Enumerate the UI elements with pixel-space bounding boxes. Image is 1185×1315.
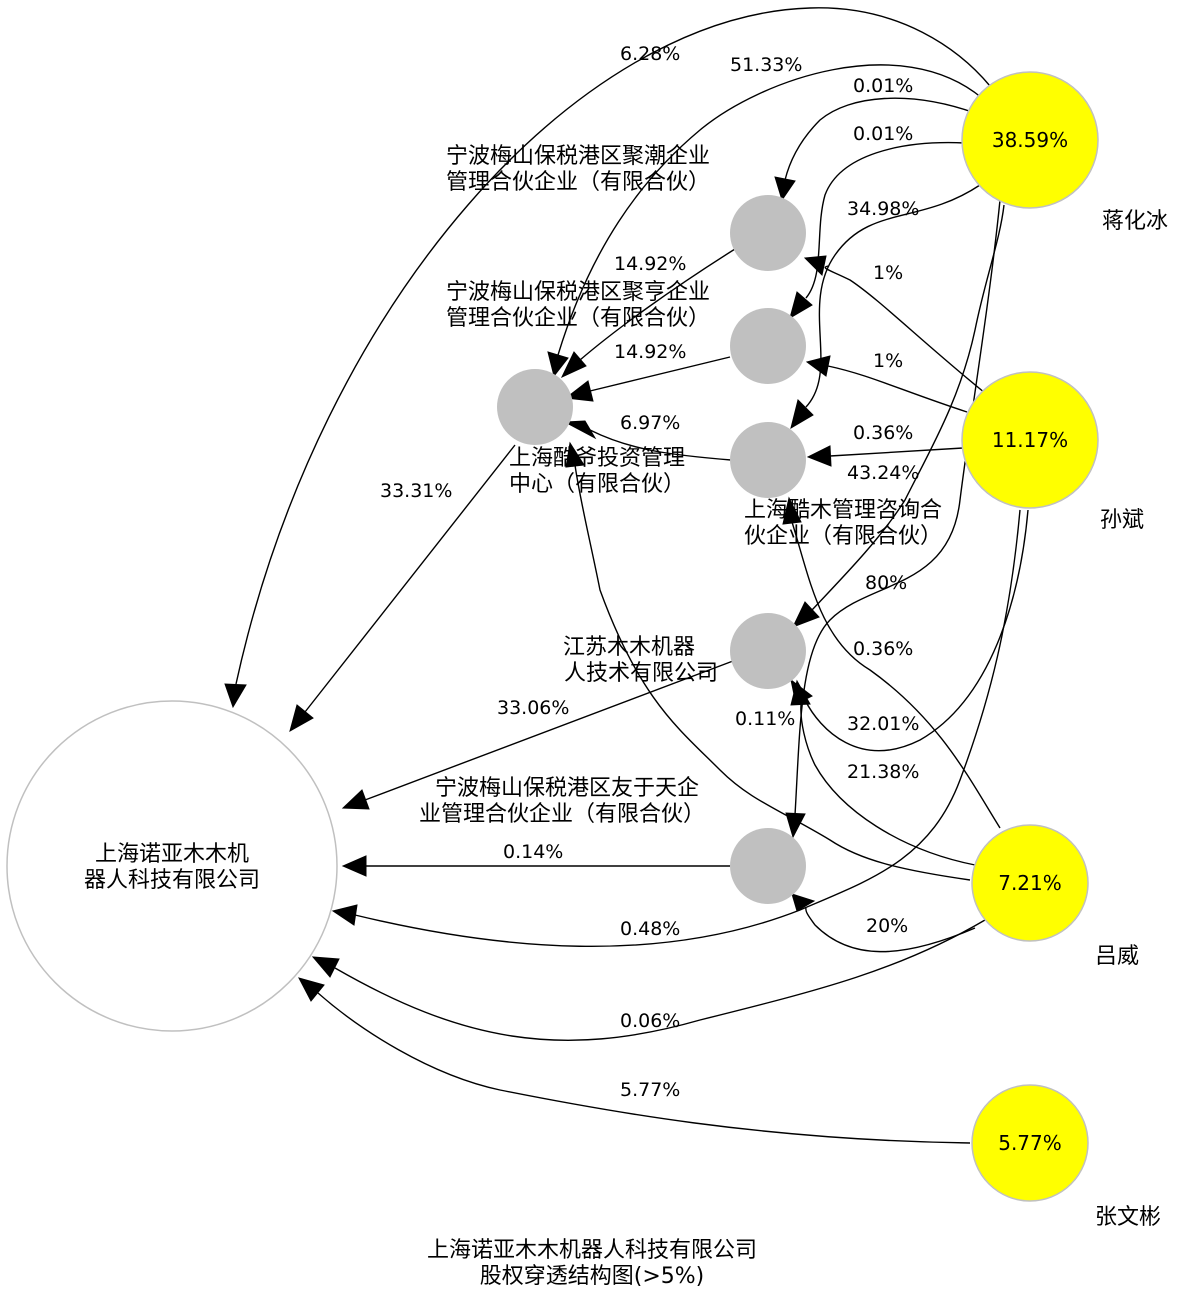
person-zhang-circle — [971, 1084, 1089, 1202]
juheng-label-line1: 宁波梅山保税港区聚亨企业 — [446, 280, 710, 305]
edge-kuye-target — [289, 444, 516, 733]
person-node-lv[interactable]: 7.21% — [971, 824, 1089, 942]
edge-lv-kumu — [782, 496, 1001, 829]
node-kuye-circle — [497, 369, 573, 445]
edge-label-sun-jiangsu: 32.01% — [847, 713, 919, 735]
node-kumu[interactable] — [730, 422, 806, 498]
edge-lv-target — [311, 919, 986, 1041]
youyutian-label-line2: 业管理合伙企业（有限合伙） — [419, 802, 705, 827]
edge-label-sun-target: 0.48% — [620, 918, 680, 940]
edge-label-jiang-kumu: 34.98% — [847, 198, 919, 220]
edge-lv-kuye — [565, 441, 971, 881]
edge-jiang-jucao — [774, 97, 976, 202]
edge-label-jiang-kuye: 51.33% — [730, 54, 802, 76]
edge-jiang-kumu — [790, 184, 981, 430]
node-youyutian[interactable] — [730, 828, 806, 904]
edge-label-jiang-jiangsu: 43.24% — [847, 462, 919, 484]
edge-juheng-kuye — [564, 356, 731, 402]
node-juheng-circle — [730, 308, 806, 384]
node-jiangsu[interactable] — [730, 613, 806, 689]
edge-label-lv-kumu: 80% — [865, 572, 907, 594]
person-zhang-pct: 5.77% — [998, 1131, 1062, 1155]
edge-sun-target — [331, 509, 1021, 948]
edge-kumu-kuye — [563, 420, 732, 461]
node-juheng[interactable] — [730, 308, 806, 384]
kuye-label-line2: 中心（有限合伙） — [509, 472, 685, 497]
person-jiang-name: 蒋化冰 — [1102, 209, 1168, 234]
edge-zhang-target — [298, 977, 971, 1144]
edge-jiang-jiangsu — [792, 204, 1005, 628]
edge-sun-jucao — [803, 255, 986, 394]
edge-jiang-kuye — [547, 64, 983, 378]
person-zhang-name: 张文彬 — [1095, 1205, 1161, 1230]
person-sun-circle — [961, 371, 1099, 509]
kumu-label-line2: 伙企业（有限合伙） — [744, 524, 942, 549]
edge-label-jiang-juheng: 0.01% — [853, 123, 913, 145]
person-lv-name: 吕威 — [1095, 944, 1139, 969]
edge-label-lv-kuye: 0.11% — [735, 708, 795, 730]
person-node-sun[interactable]: 11.17% — [961, 371, 1099, 509]
edge-label-sun-kumu: 0.36% — [853, 422, 913, 444]
edge-label-youyutian-target: 0.14% — [503, 841, 563, 863]
person-lv-circle — [971, 824, 1089, 942]
edge-label-jiang-jucao: 0.01% — [853, 75, 913, 97]
edge-sun-kumu — [806, 445, 964, 467]
edge-label-jiang-target: 6.28% — [620, 43, 680, 65]
target-company-node[interactable]: 上海诺亚木木机 器人科技有限公司 — [6, 700, 338, 1032]
person-node-zhang[interactable]: 5.77% — [971, 1084, 1089, 1202]
edge-label-lv-jiangsu: 21.38% — [847, 761, 919, 783]
edge-jiang-juheng — [789, 141, 966, 320]
node-kuye-investment[interactable] — [497, 369, 573, 445]
edge-label-jiang-youyutian: 0.36% — [853, 638, 913, 660]
person-lv-pct: 7.21% — [998, 871, 1062, 895]
node-youyutian-circle — [730, 828, 806, 904]
edge-label-sun-jucao: 1% — [873, 262, 903, 284]
edge-label-zhang-target: 5.77% — [620, 1079, 680, 1101]
edge-label-sun-juheng: 1% — [873, 350, 903, 372]
edge-jiangsu-target — [341, 660, 734, 810]
edge-label-lv-youyutian: 20% — [866, 915, 908, 937]
jucao-label-line1: 宁波梅山保税港区聚潮企业 — [446, 144, 710, 169]
jiangsu-label-line1: 江苏木木机器 — [563, 635, 695, 660]
person-jiang-pct: 38.59% — [992, 128, 1068, 152]
jiangsu-label-line2: 人技术有限公司 — [564, 661, 718, 686]
edge-sun-juheng — [805, 355, 968, 413]
edge-jucao-kuye — [560, 248, 736, 379]
person-jiang-circle — [961, 71, 1099, 209]
kumu-label-line1: 上海酷木管理咨询合 — [744, 498, 942, 523]
edge-youyutian-target — [341, 855, 730, 877]
edge-label-jiangsu-target: 33.06% — [497, 697, 569, 719]
node-jucao-circle — [730, 195, 806, 271]
diagram-title-line2: 股权穿透结构图(>5%) — [480, 1264, 705, 1289]
kuye-label-line1: 上海酷爷投资管理 — [509, 446, 685, 471]
person-node-jiang[interactable]: 38.59% — [961, 71, 1099, 209]
edge-lv-jiangsu — [790, 679, 976, 866]
edge-label-kuye-target: 33.31% — [380, 480, 452, 502]
edge-label-jucao-kuye: 14.92% — [614, 253, 686, 275]
edge-lv-youyutian — [791, 893, 976, 953]
target-company-label-line2: 器人科技有限公司 — [84, 868, 260, 893]
edge-jiang-youyutian — [785, 199, 1001, 839]
node-jucao[interactable] — [730, 195, 806, 271]
target-company-label-line1: 上海诺亚木木机 — [95, 842, 249, 867]
juheng-label-line2: 管理合伙企业（有限合伙） — [446, 306, 710, 331]
node-kumu-circle — [730, 422, 806, 498]
target-company-circle — [6, 700, 338, 1032]
person-sun-name: 孙斌 — [1100, 508, 1144, 533]
edge-label-juheng-kuye: 14.92% — [614, 341, 686, 363]
youyutian-label-line1: 宁波梅山保税港区友于天企 — [435, 776, 699, 801]
diagram-title-line1: 上海诺亚木木机器人科技有限公司 — [427, 1238, 757, 1263]
person-sun-pct: 11.17% — [992, 428, 1068, 452]
jucao-label-line2: 管理合伙企业（有限合伙） — [446, 170, 710, 195]
node-jiangsu-circle — [730, 613, 806, 689]
edge-jiang-target — [224, 7, 991, 709]
edge-label-lv-target: 0.06% — [620, 1010, 680, 1032]
edge-label-kumu-kuye: 6.97% — [620, 412, 680, 434]
